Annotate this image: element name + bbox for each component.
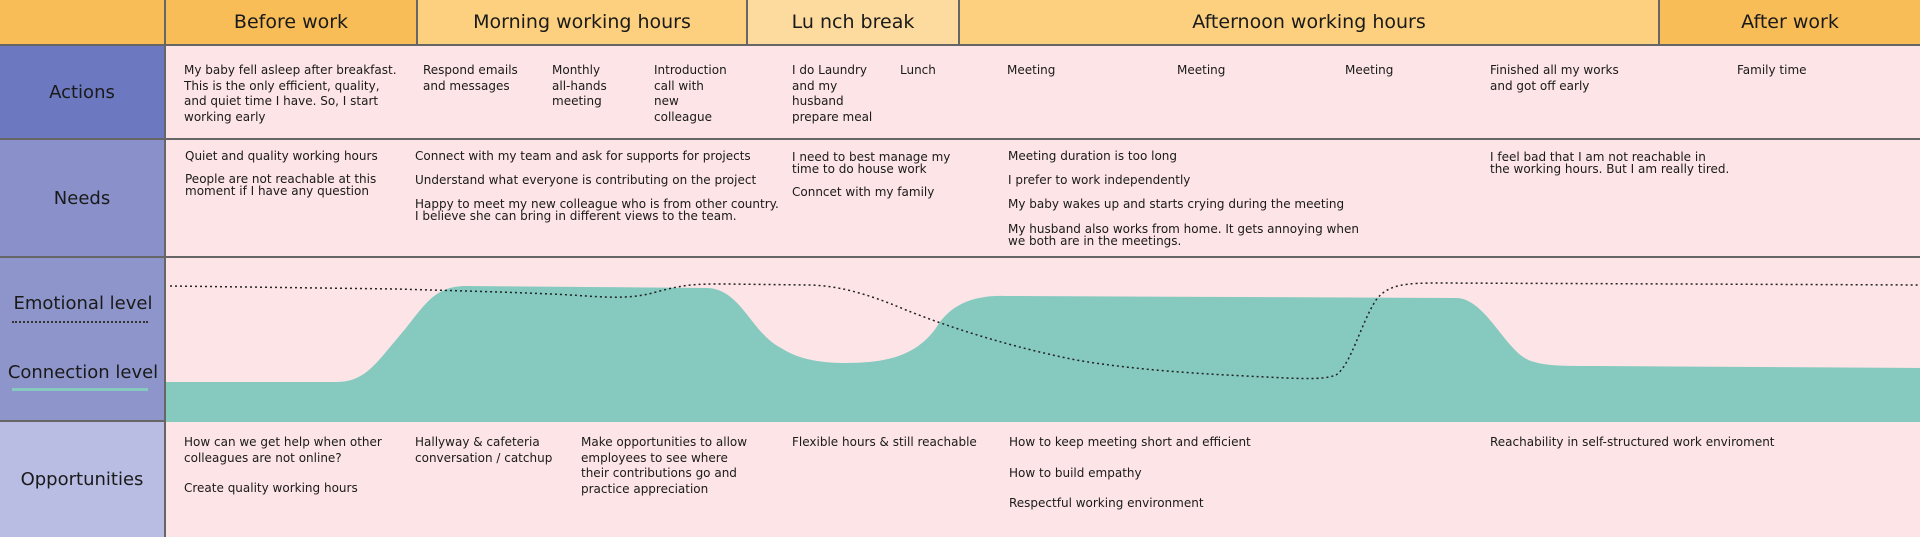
- phase-after-work: After work: [1660, 0, 1920, 46]
- opportunity-item: Flexible hours & still reachable: [792, 435, 977, 449]
- need-item: I need to best manage my time to do hous…: [792, 150, 951, 176]
- connection-level-label: Connection level: [7, 362, 159, 383]
- need-item: Connect with my team and ask for support…: [415, 149, 751, 163]
- need-item: My husband also works from home. It gets…: [1008, 222, 1359, 248]
- opportunity-item: Respectful working environment: [1009, 496, 1204, 510]
- need-item: Conncet with my family: [792, 185, 935, 199]
- header-corner: [0, 0, 166, 46]
- action-item: Meeting: [1345, 63, 1394, 77]
- action-item: Monthly all-hands meeting: [552, 63, 607, 108]
- need-item: I feel bad that I am not reachable in th…: [1490, 150, 1730, 176]
- phase-afternoon-working-hours: Afternoon working hours: [960, 0, 1660, 46]
- row-label-actions: Actions: [0, 46, 166, 140]
- opportunity-item: Reachability in self-structured work env…: [1490, 435, 1775, 449]
- action-item: Family time: [1737, 63, 1807, 77]
- opportunity-item: How to keep meeting short and efficient: [1009, 435, 1251, 449]
- opportunity-item: Make opportunities to allow employees to…: [581, 435, 748, 496]
- action-item: Meeting: [1177, 63, 1226, 77]
- connection-legend-line: [12, 388, 148, 391]
- action-item: I do Laundry and my husband prepare meal: [792, 63, 873, 124]
- action-item: Respond emails and messages: [423, 63, 518, 93]
- row-label-opportunities: Opportunities: [0, 422, 166, 537]
- connection-level-area: [166, 286, 1920, 422]
- phase-before-work: Before work: [166, 0, 418, 46]
- need-item: Quiet and quality working hours: [185, 149, 378, 163]
- row-label-needs: Needs: [0, 140, 166, 258]
- row-label-emotional-connection: Emotional level Connection level: [0, 258, 166, 422]
- emotional-legend-line: [12, 321, 148, 323]
- opportunity-item: How can we get help when other colleague…: [184, 435, 382, 465]
- need-item: I prefer to work independently: [1008, 173, 1191, 187]
- action-item: Lunch: [900, 63, 936, 77]
- action-item: Meeting: [1007, 63, 1056, 77]
- phase-morning-working-hours: Morning working hours: [418, 0, 748, 46]
- need-item: Meeting duration is too long: [1008, 149, 1178, 163]
- need-item: Happy to meet my new colleague who is fr…: [415, 197, 779, 223]
- opportunity-item: Create quality working hours: [184, 481, 358, 495]
- actions-row: [166, 46, 1920, 140]
- action-item: Finished all my works and got off early: [1490, 63, 1619, 93]
- action-item: Introduction call with new colleague: [654, 63, 727, 124]
- need-item: People are not reachable at this moment …: [185, 172, 377, 198]
- emotional-level-label: Emotional level: [13, 293, 153, 314]
- needs-row: [166, 140, 1920, 258]
- journey-chart: [166, 282, 1920, 422]
- action-item: My baby fell asleep after breakfast. Thi…: [184, 63, 397, 124]
- phase-lunch-break: Lu nch break: [748, 0, 960, 46]
- emotional-level-line: [169, 282, 1920, 380]
- need-item: Understand what everyone is contributing…: [415, 173, 757, 187]
- opportunity-item: How to build empathy: [1009, 466, 1142, 480]
- need-item: My baby wakes up and starts crying durin…: [1008, 197, 1345, 211]
- opportunities-row: [166, 422, 1920, 537]
- opportunity-item: Hallyway & cafeteria conversation / catc…: [415, 435, 553, 465]
